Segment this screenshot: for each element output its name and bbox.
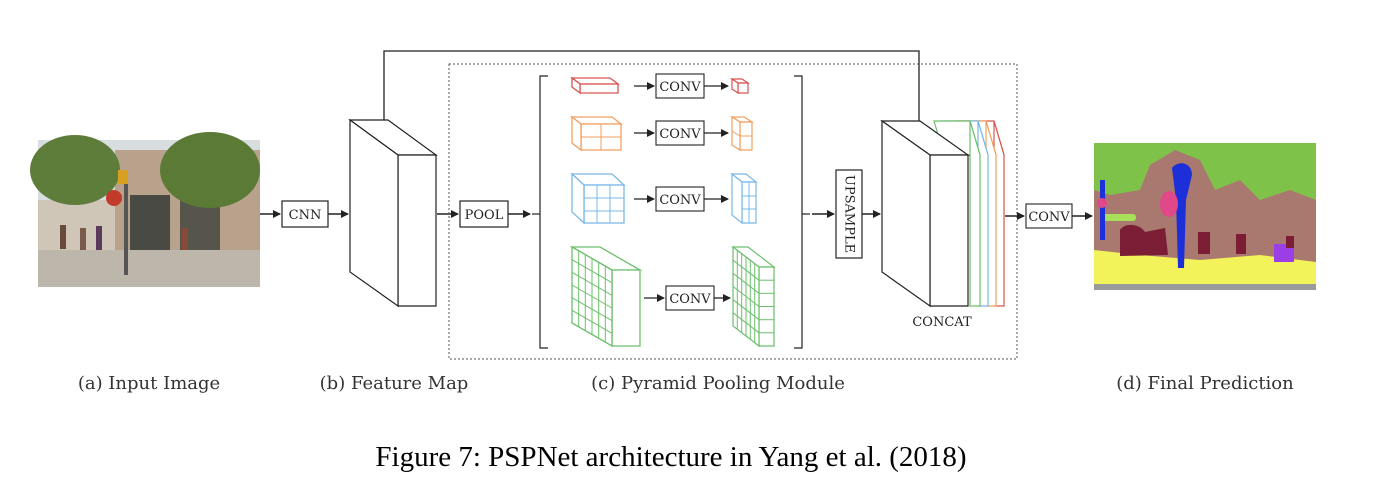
caption-input-image: (a) Input Image [78,373,220,394]
final-conv-label: CONV [1028,210,1070,225]
conv-label-1: CONV [659,80,701,95]
cnn-label: CNN [289,208,322,223]
upsample-label: UPSAMPLE [842,175,857,253]
left-bracket [539,75,548,349]
conv-label-4: CONV [669,292,711,307]
final-conv-box: CONV [1025,203,1073,229]
caption-final-prediction: (d) Final Prediction [1116,373,1294,394]
conv-label-2: CONV [659,127,701,142]
conv-label-3: CONV [659,193,701,208]
caption-feature-map: (b) Feature Map [320,373,469,394]
concat-label: CONCAT [912,315,972,330]
figure-caption: Figure 7: PSPNet architecture in Yang et… [375,441,966,473]
pyramid-level-1: CONV [570,73,750,99]
caption-pyramid-pooling: (c) Pyramid Pooling Module [591,373,845,394]
cnn-box: CNN [281,200,329,228]
concat-block: CONCAT [880,119,1005,330]
pyramid-level-6: CONV [569,245,776,348]
skip-connection-arrow [383,50,923,133]
upsample-box: UPSAMPLE [835,169,863,259]
right-bracket [794,75,803,349]
pyramid-level-2: CONV [570,115,755,152]
pool-label: POOL [465,208,504,223]
pool-box: POOL [459,200,509,228]
input-image [30,132,260,287]
pyramid-module-border [448,63,1018,360]
final-prediction-map [1094,143,1316,290]
feature-map-block [348,118,438,308]
pyramid-level-3: CONV [570,172,758,225]
